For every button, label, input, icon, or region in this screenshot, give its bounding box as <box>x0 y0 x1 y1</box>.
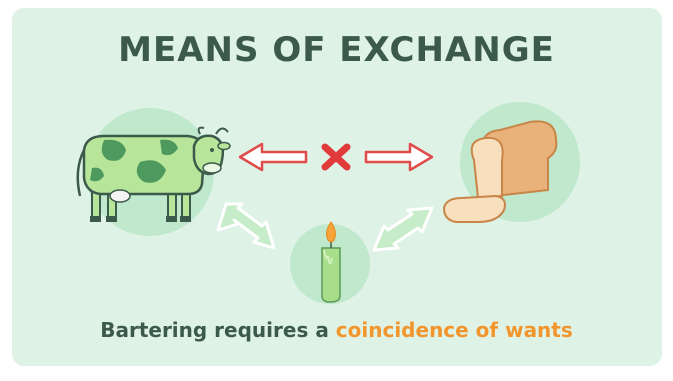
cross-mark-icon <box>321 143 351 171</box>
page-title: MEANS OF EXCHANGE <box>118 30 555 70</box>
cow-icon <box>76 108 231 236</box>
no-direct-trade-arrow <box>238 142 434 172</box>
candle-icon <box>290 221 370 304</box>
bread-candle-arrow <box>372 206 434 252</box>
bread-icon <box>442 102 580 223</box>
cow-candle-arrow <box>216 202 276 250</box>
caption-highlight: coincidence of wants <box>335 318 573 342</box>
caption: Bartering requires a coincidence of want… <box>0 318 673 342</box>
caption-prefix: Bartering requires a <box>100 318 336 342</box>
